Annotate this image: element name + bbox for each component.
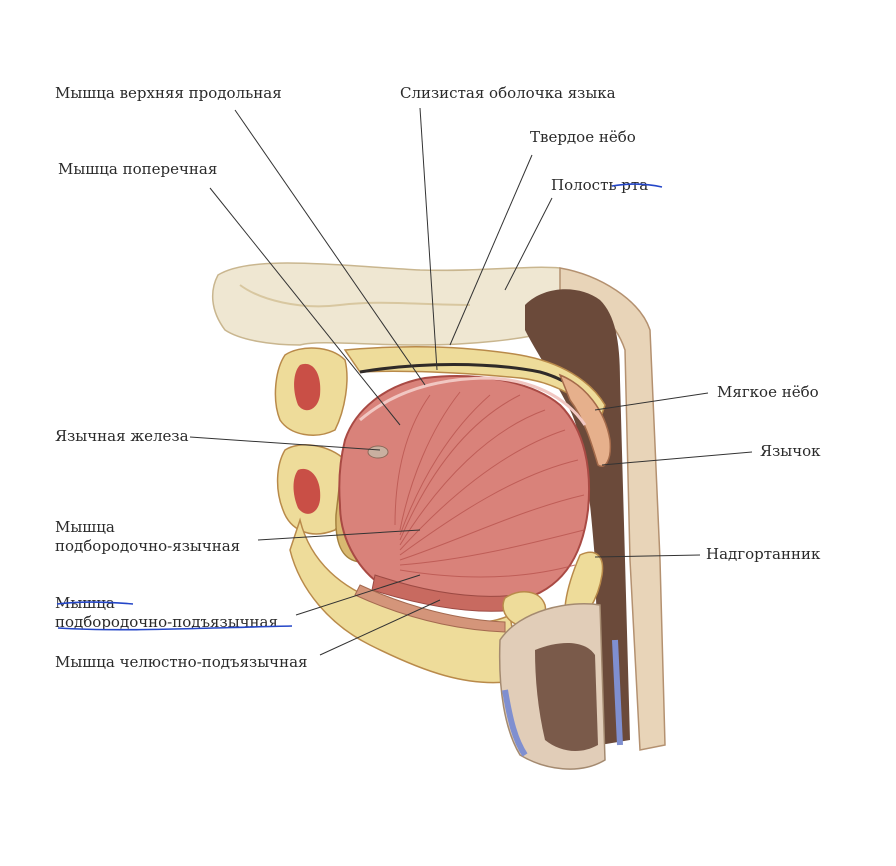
leader-lines (189, 107, 753, 656)
label-superior-longitudinal-muscle: Мышца верхняя продольная (55, 84, 282, 102)
cartilage-blue (612, 639, 623, 746)
leader-uvula (601, 451, 753, 466)
label-soft-palate: Мягкое нёбо (717, 383, 819, 401)
leader-transverse (209, 187, 401, 426)
label-uvula: Язычок (760, 442, 821, 460)
label-lingual-mucosa: Слизистая оболочка языка (400, 84, 616, 102)
leader-genioglossus (257, 529, 421, 541)
label-genioglossus: Мышца подбородочно-язычная (55, 518, 240, 556)
label-lingual-gland: Язычная железа (55, 427, 189, 445)
leader-oral-cavity (504, 197, 553, 291)
label-hard-palate: Твердое нёбо (530, 128, 636, 146)
label-genioglossus-line2: подбородочно-язычная (55, 537, 241, 555)
label-epiglottis: Надгортанник (706, 545, 821, 563)
label-transverse-muscle: Мышца поперечная (58, 160, 218, 178)
leader-mucosa (419, 107, 438, 371)
leader-geniohyoid (295, 574, 421, 616)
mylohyoid-muscle (354, 584, 506, 633)
label-genioglossus-line1: Мышца (55, 518, 115, 536)
lip-red-upper (294, 363, 321, 411)
tongue-body (338, 375, 591, 606)
leader-hard-palate (449, 154, 533, 346)
leader-epiglottis (594, 554, 701, 558)
pen-strike-oral-cavity (611, 183, 663, 188)
soft-palate (558, 373, 612, 467)
leader-soft-palate (594, 392, 709, 411)
nasal-inner-contour (239, 284, 471, 308)
pen-underline-geniohyoid-line2 (57, 625, 293, 631)
vocal-fold-blue (502, 689, 528, 757)
label-geniohyoid-line2: подбородочно-подъязычная (55, 613, 278, 631)
lingual-gland (367, 445, 389, 459)
label-mylohyoid-muscle: Мышца челюстно-подъязычная (55, 653, 308, 671)
label-oral-cavity: Полость рта (551, 176, 649, 194)
pen-strike-geniohyoid-line1 (56, 601, 134, 605)
leader-lingual-gland (189, 436, 381, 451)
leader-superior-longitudinal (234, 109, 426, 386)
leader-mylohyoid (319, 599, 441, 656)
label-geniohyoid-line1: Мышца (55, 594, 115, 612)
tongue-mucosa-top (359, 376, 587, 426)
lip-red-lower (293, 468, 321, 514)
larynx-cavity (535, 643, 598, 752)
label-geniohyoid: Мышца подбородочно-подъязычная (55, 594, 278, 632)
tongue-muscle-fibers (394, 391, 585, 578)
